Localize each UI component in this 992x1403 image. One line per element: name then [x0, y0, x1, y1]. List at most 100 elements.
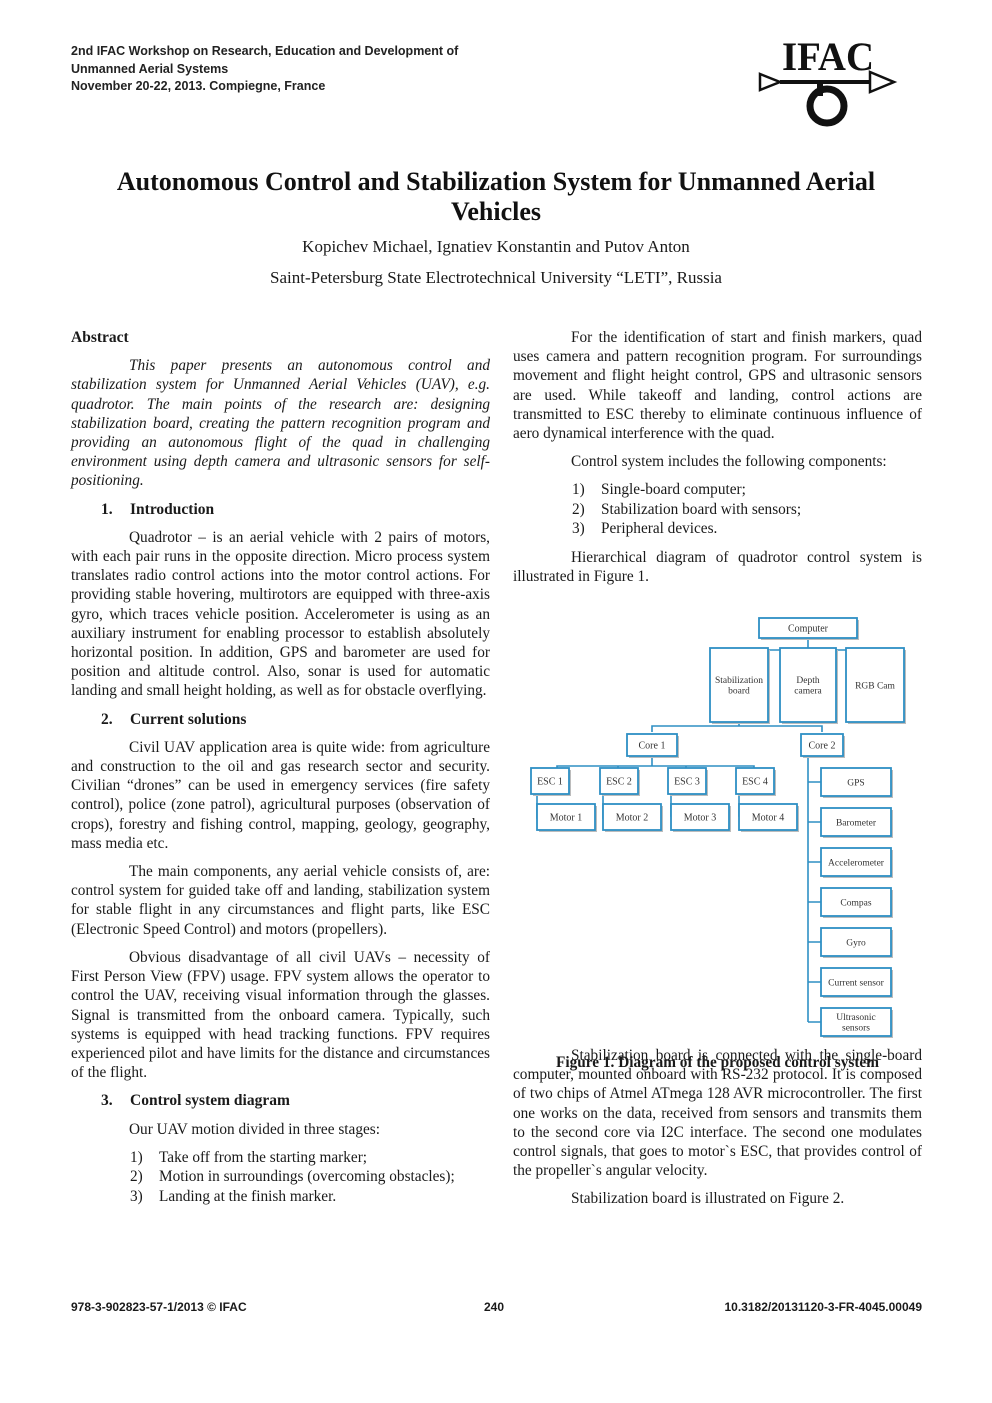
- intro-paragraph: Quadrotor – is an aerial vehicle with 2 …: [71, 528, 490, 700]
- stabilization-board-box-label: board: [728, 687, 750, 697]
- section-2-heading: 2.Current solutions: [71, 710, 490, 729]
- depth-camera-box-frame: [779, 647, 837, 723]
- current-solutions-paragraph-2: The main components, any aerial vehicle …: [71, 863, 490, 938]
- core2-box: Core 2: [800, 733, 845, 758]
- conference-line-1: 2nd IFAC Workshop on Research, Education…: [71, 44, 459, 58]
- core1-box: Core 1: [626, 733, 679, 758]
- list-item-number: 1): [572, 481, 585, 499]
- list-item: 2)Motion in surroundings (overcoming obs…: [71, 1167, 490, 1186]
- conference-header: 2nd IFAC Workshop on Research, Education…: [71, 43, 458, 96]
- list-item-number: 1): [130, 1148, 143, 1166]
- rgb-cam-box: RGB Cam: [845, 647, 906, 724]
- section-title: Introduction: [130, 500, 215, 518]
- motor-box: Motor 2: [602, 803, 663, 832]
- author-list: Kopichev Michael, Ignatiev Konstantin an…: [302, 237, 690, 256]
- conference-date-line: November 20-22, 2013. Compiegne, France: [71, 79, 326, 93]
- section-number: 3.: [101, 1092, 113, 1110]
- section-3-heading: 3. Control system diagram: [71, 1091, 490, 1110]
- paper-title-line-2: Vehicles: [450, 197, 542, 226]
- connector-core2-sensors: [808, 781, 821, 1023]
- rgb-cam-box-frame: [845, 647, 905, 723]
- motor-box-frame: [602, 803, 662, 831]
- sensor-box-label: Barometer: [836, 818, 877, 828]
- list-item-number: 2): [572, 500, 585, 518]
- sensor-box-label: Compas: [840, 898, 871, 908]
- sensor-box-label: GPS: [847, 778, 864, 788]
- list-item: 3)Peripheral devices.: [513, 519, 922, 538]
- esc-box-frame: [599, 767, 639, 795]
- list-item-text: Take off from the starting marker;: [159, 1148, 368, 1166]
- sensor-box-frame: [820, 887, 892, 917]
- sensor-box-frame: [820, 927, 892, 957]
- stages-intro: Our UAV motion divided in three stages:: [129, 1120, 380, 1138]
- motor-box-label: Motor 3: [684, 813, 717, 824]
- list-item: 1) Single-board computer;: [513, 480, 922, 499]
- abstract-text: This paper presents an autonomous contro…: [71, 357, 490, 490]
- sensor-box: Current sensor: [820, 967, 893, 998]
- esc-box: ESC 2: [599, 767, 640, 796]
- affiliation: Saint-Petersburg State Electrotechnical …: [270, 268, 722, 287]
- sensor-box: Accelerometer: [820, 847, 893, 878]
- esc-box-label: ESC 2: [606, 777, 632, 788]
- section-1-heading: 1. Introduction: [71, 500, 490, 519]
- list-item: 2)Stabilization board with sensors;: [513, 500, 922, 519]
- rgb-cam-box-label: RGB Cam: [855, 681, 895, 691]
- sensor-box: Gyro: [820, 927, 893, 958]
- motor-box-frame: [536, 803, 596, 831]
- paper-title: Autonomous Control and Stabilization Sys…: [80, 167, 912, 227]
- ifac-logo: IFAC: [758, 36, 898, 127]
- ultrasonic-sensors-box-frame: [820, 1007, 892, 1037]
- abstract-heading: Abstract: [71, 329, 129, 346]
- sensor-box: GPS: [820, 767, 893, 798]
- left-column: Abstract This paper presents an autonomo…: [71, 328, 490, 1206]
- page-number: 240: [484, 1300, 505, 1314]
- section-number: 1.: [101, 500, 113, 518]
- esc-box: ESC 1: [530, 767, 571, 796]
- sensor-box: Barometer: [820, 807, 893, 838]
- components-intro: Control system includes the following co…: [571, 453, 887, 471]
- list-item-text: Landing at the finish marker.: [159, 1187, 337, 1205]
- esc-box-label: ESC 4: [742, 777, 768, 788]
- ultrasonic-sensors-box-label: sensors: [842, 1024, 870, 1034]
- figure-reference-paragraph: Hierarchical diagram of quadrotor contro…: [513, 548, 922, 585]
- stages-list: 1) Take off from the starting marker; 2)M…: [71, 1148, 490, 1206]
- core2-box-frame: [800, 733, 844, 757]
- list-item-text: Single-board computer;: [601, 481, 746, 499]
- esc-box-label: ESC 3: [674, 777, 700, 788]
- computer-box-label: Computer: [788, 624, 829, 635]
- stabilization-board-box-frame: [709, 647, 769, 723]
- section-title: Control system diagram: [130, 1092, 290, 1110]
- sensor-box-label: Current sensor: [828, 978, 885, 988]
- depth-camera-box-label: camera: [794, 687, 822, 697]
- list-item-text: Motion in surroundings (overcoming obsta…: [159, 1168, 455, 1186]
- conference-line-2: Unmanned Aerial Systems: [71, 61, 229, 76]
- ifac-logo-arrow-left-icon: [758, 72, 784, 92]
- esc-box: ESC 4: [735, 767, 776, 796]
- current-solutions-paragraph-1: Civil UAV application area is quite wide…: [71, 738, 490, 852]
- core2-box-label: Core 2: [809, 741, 836, 752]
- motor-box-label: Motor 4: [752, 813, 785, 824]
- footer-isbn: 978-3-902823-57-1/2013 © IFAC: [71, 1300, 247, 1314]
- ultrasonic-sensors-box-label: Ultrasonic: [836, 1013, 876, 1023]
- figure-2-reference: Stabilization board is illustrated on Fi…: [571, 1190, 845, 1208]
- sensor-box-frame: [820, 767, 892, 797]
- section-title: Current solutions: [130, 710, 247, 728]
- sensor-box-frame: [820, 967, 892, 997]
- computer-box-frame: [758, 617, 858, 639]
- ifac-logo-arrow-right-icon: [868, 70, 898, 94]
- footer-doi: 10.3182/20131120-3-FR-4045.00049: [724, 1300, 923, 1314]
- current-solutions-paragraph-3: Obvious disadvantage of all civil UAVs –…: [71, 948, 490, 1082]
- motor-box-frame: [670, 803, 730, 831]
- right-column: For the identification of start and fini…: [513, 328, 922, 1209]
- motor-box: Motor 1: [536, 803, 597, 832]
- figure-caption: Figure 1. Diagram of the proposed contro…: [556, 1054, 879, 1071]
- sensor-box-label: Gyro: [846, 938, 866, 948]
- motor-box-label: Motor 2: [616, 813, 649, 824]
- esc-box-label: ESC 1: [537, 777, 563, 788]
- components-list: 1) Single-board computer; 2)Stabilization…: [513, 480, 922, 538]
- motor-box-frame: [738, 803, 798, 831]
